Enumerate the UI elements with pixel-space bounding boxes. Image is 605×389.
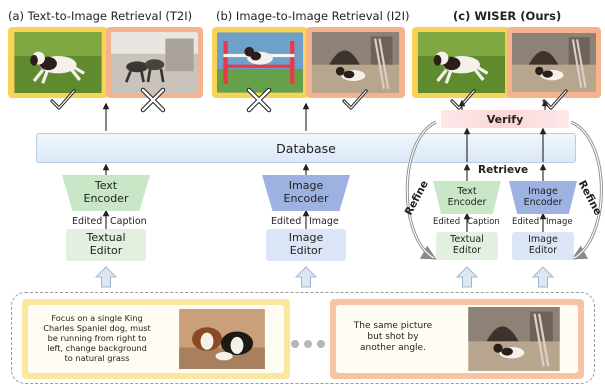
t2i-result-correct: [8, 27, 108, 98]
query-line: Focus on a single King: [51, 313, 143, 323]
wiser-edited-label: Edited: [433, 217, 461, 227]
i2i-result-wrong: [212, 27, 308, 98]
wiser-image-label: Image: [546, 217, 573, 227]
editor-line-2: Editor: [289, 244, 323, 257]
editor-line-1: Image: [288, 231, 324, 245]
editor-line-1: Textual: [450, 234, 484, 246]
editor-line-1: Image: [528, 234, 558, 246]
retrieve-label: Retrieve: [478, 164, 529, 176]
encoder-line-1: Image: [528, 185, 558, 197]
encoder-line-1: Text: [94, 179, 118, 193]
encoder-line-2: Encoder: [447, 196, 487, 208]
t2i-edited-label: Edited: [72, 216, 103, 227]
wiser-edited-label: Edited: [512, 217, 540, 227]
editor-line-2: Editor: [452, 245, 482, 256]
courtyard-query-image: [454, 307, 574, 371]
verify-bar: Verify: [441, 110, 569, 128]
query-line: but shot by: [367, 331, 419, 342]
editor-line-2: Editor: [89, 244, 123, 257]
i2i-result-correct: [306, 27, 405, 98]
editor-line-2: Editor: [528, 245, 558, 256]
ellipsis-icon: [304, 340, 312, 348]
wiser-caption-label: Caption: [467, 217, 500, 227]
encoder-line-2: Encoder: [83, 192, 129, 205]
upload-arrow-icon: [295, 266, 317, 288]
encoder-line-2: Encoder: [523, 196, 563, 208]
upload-arrow-icon: [456, 266, 478, 288]
ellipsis-icon: [291, 340, 299, 348]
i2i-edited-label: Edited: [271, 216, 302, 227]
encoder-line-1: Text: [457, 185, 477, 197]
editor-line-1: Textual: [86, 231, 126, 245]
ellipsis-icon: [317, 340, 325, 348]
verify-label: Verify: [486, 112, 524, 126]
encoder-line-1: Image: [288, 179, 324, 193]
encoder-line-2: Encoder: [283, 192, 329, 205]
text-query-card: Focus on a single King Charles Spaniel d…: [22, 299, 290, 379]
query-line: The same picture: [353, 321, 433, 331]
database-label: Database: [276, 140, 336, 156]
image-query-text: The same picture but shot by another ang…: [340, 321, 446, 354]
upload-arrow-icon: [532, 266, 554, 288]
text-query: Focus on a single King Charles Spaniel d…: [32, 313, 162, 363]
spaniels-image: [162, 309, 282, 369]
wiser-result-image: [507, 27, 601, 98]
upload-arrow-icon: [95, 266, 117, 288]
wiser-result-text: [412, 27, 511, 98]
i2i-image-label: Image: [309, 216, 339, 227]
query-line: Charles Spaniel dog, must: [43, 323, 151, 333]
wiser-section-title: (c) WISER (Ours): [453, 9, 562, 23]
query-line: another angle.: [360, 342, 426, 353]
query-line: to natural grass: [64, 353, 130, 363]
image-query-card: The same picture but shot by another ang…: [330, 299, 584, 379]
query-line: left, change background: [47, 343, 147, 353]
i2i-section-title: (b) Image-to-Image Retrieval (I2I): [216, 9, 410, 23]
database-bar: Database: [36, 133, 576, 163]
t2i-result-wrong: [106, 27, 203, 98]
query-panel: [11, 292, 595, 384]
query-line: be running from right to: [47, 333, 147, 343]
t2i-section-title: (a) Text-to-Image Retrieval (T2I): [8, 9, 193, 23]
t2i-caption-label: Caption: [110, 216, 147, 227]
